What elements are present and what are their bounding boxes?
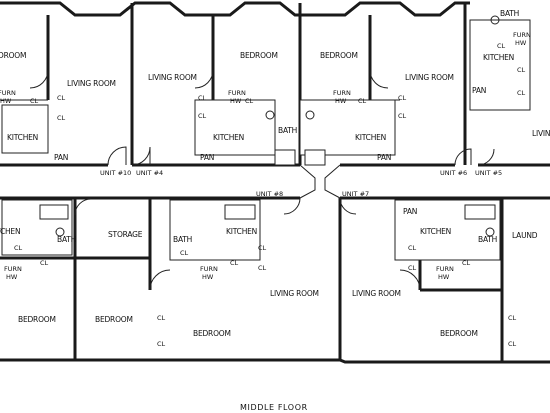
unit-labels: UNIT #10 UNIT #4 UNIT #6 UNIT #5 UNIT #8… [100,169,502,198]
label-unit-8: UNIT #8 [256,190,283,198]
label-bedroom-lower-left: BEDROOM [18,315,56,324]
label-kitchen-partial-lower: ITCHEN [0,227,20,236]
label-cl-23: CL [462,259,471,267]
label-cl-2: CL [57,94,66,102]
label-cl-8: CL [398,94,407,102]
label-bedroom-unit4: BEDROOM [240,51,278,60]
label-living-room-unit6: LIVING ROOM [405,73,454,82]
label-living-room-unit10: LIVING ROOM [67,79,116,88]
label-unit-6: UNIT #6 [440,169,467,177]
label-cl-19: CL [157,314,166,322]
label-bath-unit5: BATH [500,9,519,18]
fixtures [1,15,531,261]
label-kitchen-unit10: KITCHEN [7,133,38,142]
label-cl-3: CL [57,114,66,122]
label-furn-unit10: FURN [0,89,16,97]
label-pan-unit4: PAN [200,153,214,162]
label-hw-lower-left: HW [6,273,18,281]
plan-title: MIDDLE FLOOR [240,403,308,412]
label-hw-unit5: HW [515,39,527,47]
label-bath-unit4: BATH [278,126,297,135]
label-furn-lower-left: FURN [4,265,22,273]
label-cl-4: CL [198,94,207,102]
label-bedroom-unit6: BEDROOM [320,51,358,60]
label-cl-7: CL [358,97,367,105]
label-living-room-unit8: LIVING ROOM [270,289,319,298]
label-cl-16: CL [230,259,239,267]
label-pan-unit10: PAN [54,153,68,162]
label-living-room-unit4: LIVING ROOM [148,73,197,82]
label-hw-unit6: HW [335,97,347,105]
label-furn-unit4: FURN [228,89,246,97]
label-furn-unit8: FURN [200,265,218,273]
label-cl-14: CL [40,259,49,267]
label-cl-18: CL [258,264,267,272]
label-kitchen-unit7: KITCHEN [420,227,451,236]
label-bedroom-unit8: BEDROOM [193,329,231,338]
label-cl-5: CL [198,112,207,120]
label-furn-unit5: FURN [513,31,531,39]
label-kitchen-unit5: KITCHEN [483,53,514,62]
label-unit-10: UNIT #10 [100,169,131,177]
label-storage: STORAGE [108,230,143,239]
label-unit-5: UNIT #5 [475,169,502,177]
label-cl-17: CL [258,244,267,252]
label-laundry-partial: LAUND [512,231,538,240]
label-bath-lower-left: BATH [57,235,76,244]
label-hw-unit7: HW [438,273,450,281]
label-pan-unit7: PAN [403,207,417,216]
label-bedroom-unit7: BEDROOM [440,329,478,338]
label-cl-25: CL [508,340,517,348]
label-hw-unit8: HW [202,273,214,281]
label-cl-10: CL [497,42,506,50]
label-cl-20: CL [157,340,166,348]
label-cl-9: CL [398,112,407,120]
label-furn-unit7: FURN [436,265,454,273]
label-cl-13: CL [14,244,23,252]
label-pan-unit6: PAN [377,153,391,162]
label-cl-22: CL [408,264,417,272]
label-kitchen-unit6: KITCHEN [355,133,386,142]
label-kitchen-unit8: KITCHEN [226,227,257,236]
fixture-labels: KITCHEN KITCHEN KITCHEN KITCHEN ITCHEN K… [0,9,531,281]
label-living-partial-unit5: LIVIN [532,129,550,138]
label-kitchen-unit4: KITCHEN [213,133,244,142]
label-living-room-unit7: LIVING ROOM [352,289,401,298]
label-cl-6: CL [245,97,254,105]
label-unit-4: UNIT #4 [136,169,163,177]
label-bedroom-partial-top-left: DROOM [0,51,26,60]
label-unit-7: UNIT #7 [342,190,369,198]
label-furn-unit6: FURN [333,89,351,97]
label-cl-24: CL [508,314,517,322]
room-labels: DROOM LIVING ROOM LIVING ROOM BEDROOM BE… [0,51,550,338]
label-cl-15: CL [180,249,189,257]
label-cl-11: CL [517,66,526,74]
label-hw-unit4: HW [230,97,242,105]
label-hw-unit10: HW [0,97,12,105]
label-pan-unit5: PAN [472,86,486,95]
closet-labels: CL CL CL CL CL CL CL CL CL CL CL CL CL C… [14,42,526,348]
label-bath-unit8: BATH [173,235,192,244]
label-bath-unit7: BATH [478,235,497,244]
label-cl-21: CL [408,244,417,252]
label-bedroom-lower-mid: BEDROOM [95,315,133,324]
label-cl-1: CL [30,97,39,105]
door-swings [29,69,495,291]
label-cl-12: CL [517,89,526,97]
